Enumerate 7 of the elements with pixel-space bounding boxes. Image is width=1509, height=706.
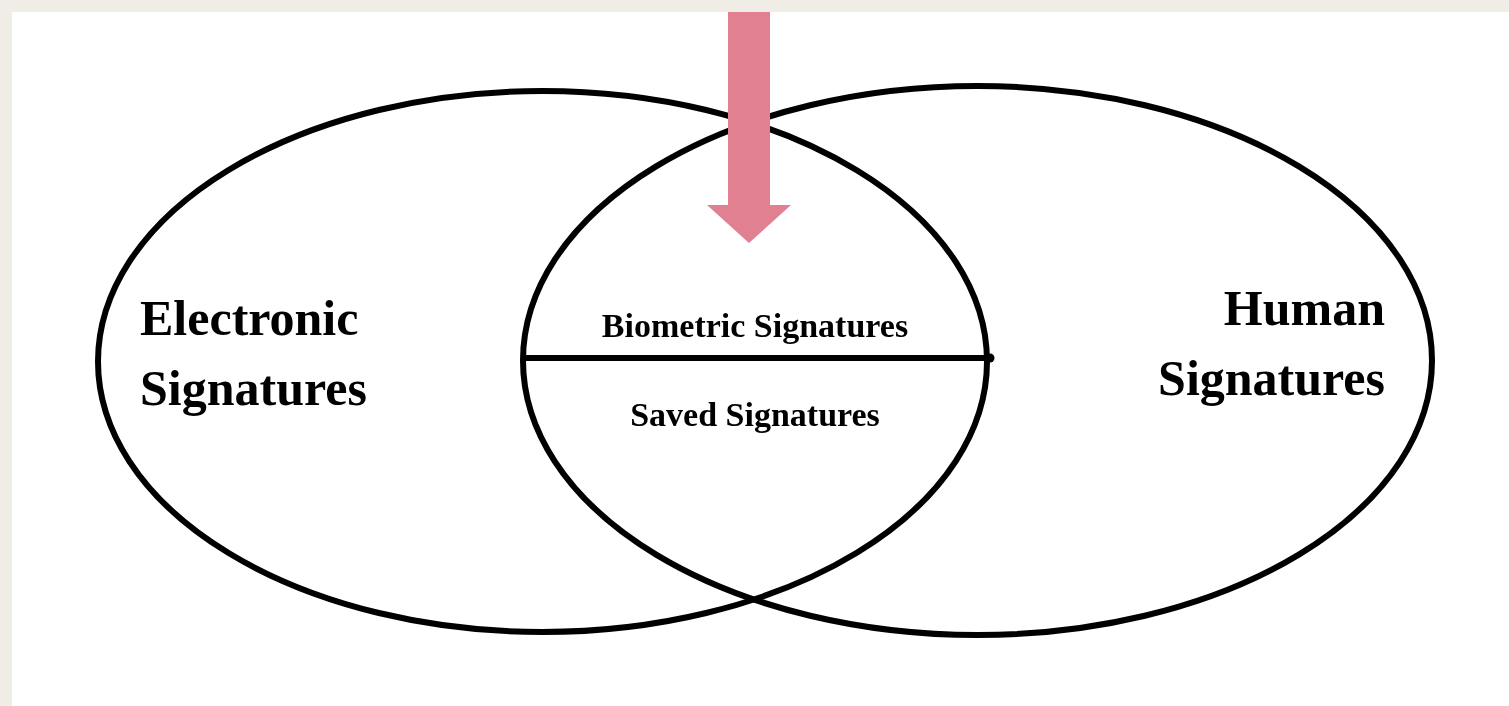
region-label: Saved Signatures xyxy=(629,395,881,435)
set-ellipse xyxy=(520,83,1435,638)
arrow xyxy=(707,12,791,243)
region-label: Biometric Signatures xyxy=(600,306,910,346)
set-ellipse xyxy=(95,88,990,635)
set-label: Human Signatures xyxy=(1157,279,1385,408)
set-label: Electronic Signatures xyxy=(140,289,368,418)
